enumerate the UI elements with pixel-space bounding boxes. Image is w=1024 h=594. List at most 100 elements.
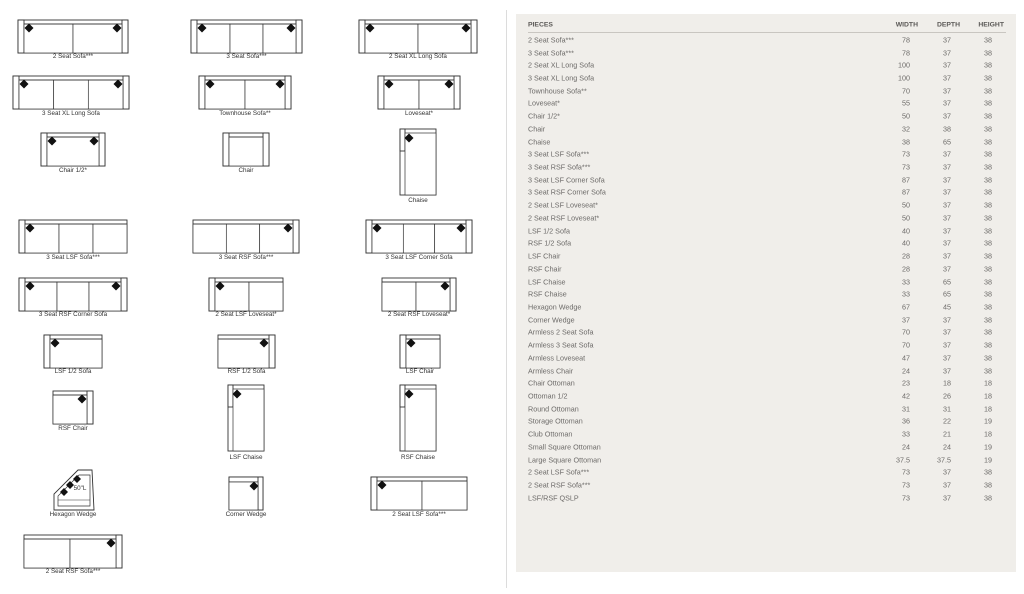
depth-value: 37: [943, 251, 951, 261]
piece-name: 2 Seat Sofa***: [528, 35, 574, 45]
piece-label: 3 Seat XL Long Sofa: [42, 110, 100, 117]
back-cushion-marker: [112, 23, 122, 33]
piece-name: 3 Seat RSF Sofa***: [528, 162, 591, 172]
height-value: 18: [984, 378, 992, 388]
piece-diagram: Loveseat*: [377, 75, 461, 117]
depth-value: 37: [943, 162, 951, 172]
back-cushion-marker: [47, 136, 57, 146]
right-arm: [470, 19, 478, 54]
left-arm: [198, 75, 206, 110]
width-value: 78: [902, 35, 910, 45]
depth-value: 37: [943, 187, 951, 197]
back-cushion-marker: [25, 281, 35, 291]
left-arm: [190, 19, 198, 54]
width-value: 50: [902, 200, 910, 210]
width-value: 70: [902, 327, 910, 337]
seat-cushion: [417, 23, 472, 54]
right-arm: [122, 75, 130, 110]
piece-diagram: 3 Seat Sofa***: [190, 19, 303, 60]
height-value: 38: [984, 86, 992, 96]
piece-name: Hexagon Wedge: [528, 302, 582, 312]
width-value: 73: [902, 480, 910, 490]
piece-label: Corner Wedge: [226, 511, 267, 518]
piece-name: 2 Seat RSF Loveseat*: [528, 213, 600, 223]
seat-cushion: [192, 223, 227, 254]
left-arm: [18, 219, 26, 254]
piece-name: Round Ottoman: [528, 404, 579, 414]
height-value: 38: [984, 124, 992, 134]
back-arm: [399, 128, 406, 152]
piece-name: Townhouse Sofa**: [528, 86, 587, 96]
height-value: 38: [984, 480, 992, 490]
piece-name: Armless Chair: [528, 366, 574, 376]
width-value: 24: [902, 442, 910, 452]
back-cushion-marker: [384, 79, 394, 89]
width-value: 70: [902, 86, 910, 96]
piece-diagram: 3 Seat LSF Sofa***: [18, 219, 128, 261]
seat-cushion: [381, 281, 417, 312]
width-value: 31: [902, 404, 910, 414]
seat-cushion: [49, 338, 103, 369]
piece-diagram: 2 Seat XL Long Sofa: [358, 19, 478, 60]
seat-cushion: [402, 223, 436, 254]
piece-name: RSF Chair: [528, 264, 562, 274]
back-cushion-marker: [113, 79, 123, 89]
piece-diagram: RSF Chair: [52, 390, 94, 432]
piece-name: LSF 1/2 Sofa: [528, 226, 570, 236]
header-height: HEIGHT: [978, 21, 1004, 29]
width-value: 87: [902, 175, 910, 185]
piece-label: 3 Seat LSF Sofa***: [46, 254, 100, 261]
depth-value: 37.5: [937, 455, 951, 465]
back-cushion-marker: [259, 338, 269, 348]
chaise-cushion: [404, 388, 437, 452]
piece-label: 2 Seat XL Long Sofa: [389, 53, 447, 60]
piece-label: 3 Seat RSF Sofa***: [219, 254, 274, 261]
height-value: 18: [984, 391, 992, 401]
piece-name: LSF Chaise: [528, 277, 566, 287]
back-cushion-marker: [286, 23, 296, 33]
piece-label: LSF Chaise: [230, 454, 263, 461]
piece-diagram: RSF 1/2 Sofa: [217, 334, 276, 375]
left-arm: [12, 75, 20, 110]
height-value: 38: [984, 226, 992, 236]
piece-name: Small Square Ottoman: [528, 442, 601, 452]
piece-name: Chair 1/2*: [528, 111, 560, 121]
chaise-cushion: [232, 388, 265, 452]
left-arm: [399, 334, 407, 369]
piece-diagram: 2 Seat RSF Loveseat*: [381, 277, 457, 318]
left-arm: [377, 75, 385, 110]
chaise-cushion: [404, 132, 437, 196]
width-value: 24: [902, 366, 910, 376]
back-cushion-marker: [60, 488, 68, 496]
piece-name: RSF Chaise: [528, 289, 567, 299]
right-arm: [465, 219, 473, 254]
piece-name: LSF/RSF QSLP: [528, 493, 579, 503]
depth-value: 37: [943, 48, 951, 58]
left-arm: [40, 132, 48, 167]
width-value: 33: [902, 289, 910, 299]
depth-value: 37: [943, 175, 951, 185]
depth-value: 37: [943, 353, 951, 363]
right-arm: [295, 19, 303, 54]
piece-name: 3 Seat XL Long Sofa: [528, 73, 595, 83]
back-cushion-marker: [111, 281, 121, 291]
back-cushion-marker: [19, 79, 29, 89]
width-value: 40: [902, 226, 910, 236]
piece-diagram: RSF Chaise: [399, 384, 437, 461]
piece-diagram: Chair 1/2*: [40, 132, 106, 174]
height-value: 38: [984, 493, 992, 503]
back-arm: [227, 384, 234, 408]
height-value: 38: [984, 111, 992, 121]
